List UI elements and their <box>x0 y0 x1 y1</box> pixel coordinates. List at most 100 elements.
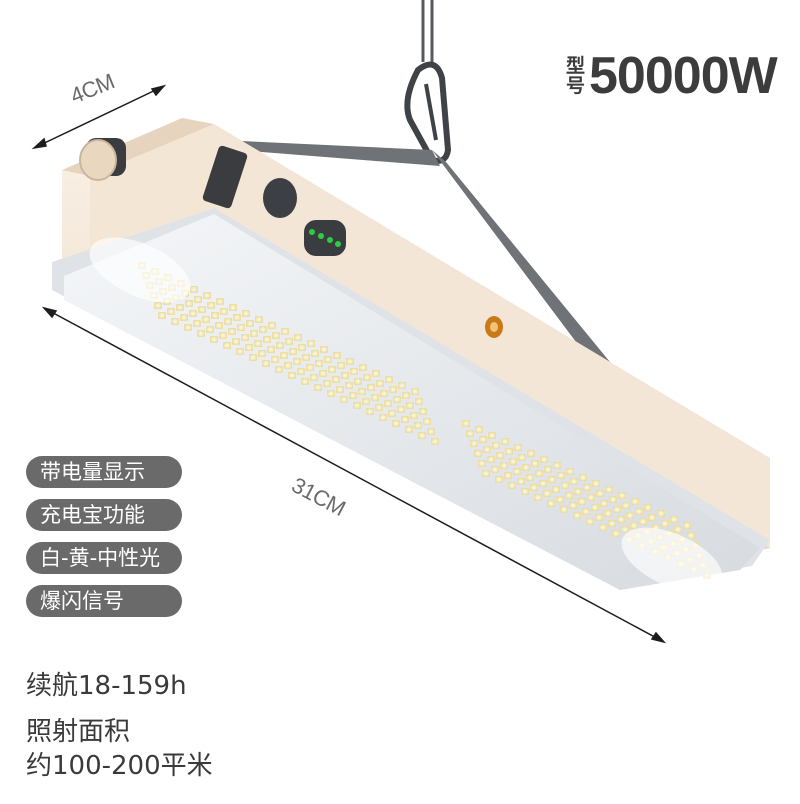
led-chip <box>586 518 594 525</box>
led-chip <box>385 376 393 383</box>
led-chip <box>547 500 555 507</box>
led-chip <box>262 360 270 367</box>
led-chip <box>648 514 656 521</box>
led-chip <box>289 348 297 355</box>
led-chip <box>294 334 302 341</box>
led-chip <box>328 366 336 373</box>
led-chip <box>194 296 202 303</box>
led-chip <box>203 292 211 299</box>
led-chip <box>592 480 600 487</box>
led-chip <box>323 380 331 387</box>
led-chip <box>268 322 276 329</box>
led-chip <box>320 346 328 353</box>
led-chip <box>237 324 245 331</box>
led-chip <box>560 506 568 513</box>
led-chip <box>333 352 341 359</box>
led-chip <box>398 382 406 389</box>
led-chip <box>674 526 682 533</box>
led-chip <box>215 322 223 329</box>
led-chip <box>393 396 401 403</box>
led-chip <box>617 516 625 523</box>
led-chip <box>556 496 564 503</box>
led-chip <box>315 360 323 367</box>
led-chip <box>514 444 522 451</box>
led-chip <box>479 436 487 443</box>
led-chip <box>354 378 362 385</box>
led-chip <box>565 492 573 499</box>
led-chip <box>319 370 327 377</box>
power-button-icon <box>263 178 297 218</box>
led-chip <box>249 354 257 361</box>
led-chip <box>167 308 175 315</box>
led-chip <box>657 510 665 517</box>
model-prefix: 型 号 <box>566 55 586 97</box>
led-chip <box>272 332 280 339</box>
led-chip <box>216 298 224 305</box>
led-chip <box>609 496 617 503</box>
led-chip <box>495 476 503 483</box>
led-chip <box>392 420 400 427</box>
led-chip <box>190 286 198 293</box>
led-chip <box>505 448 513 455</box>
led-chip <box>267 346 275 353</box>
led-chip <box>380 390 388 397</box>
led-chip <box>367 384 375 391</box>
led-chip <box>324 356 332 363</box>
led-chip <box>154 302 162 309</box>
led-chip <box>561 482 569 489</box>
led-chip <box>246 320 254 327</box>
led-chip <box>418 432 426 439</box>
led-chip <box>379 414 387 421</box>
led-chip <box>371 394 379 401</box>
led-chip <box>202 316 210 323</box>
led-chip <box>245 344 253 351</box>
led-chip <box>543 490 551 497</box>
led-chip <box>198 306 206 313</box>
led-chip <box>517 478 525 485</box>
led-chip <box>639 518 647 525</box>
led-chip <box>518 454 526 461</box>
led-chip <box>491 466 499 473</box>
led-chip <box>521 488 529 495</box>
led-chip <box>583 484 591 491</box>
led-chip <box>621 526 629 533</box>
led-chip <box>626 512 634 519</box>
led-chip <box>223 342 231 349</box>
led-chip <box>530 484 538 491</box>
led-chip <box>579 474 587 481</box>
led-chip <box>297 368 305 375</box>
led-chip <box>500 462 508 469</box>
length-dimension-line <box>41 306 667 644</box>
led-chip <box>310 374 318 381</box>
suction-pad-right <box>621 527 723 593</box>
led-chip <box>250 330 258 337</box>
led-chip <box>431 438 439 445</box>
led-chip <box>492 442 500 449</box>
led-chip <box>544 466 552 473</box>
led-chip <box>280 352 288 359</box>
led-chip <box>285 338 293 345</box>
led-chip <box>242 310 250 317</box>
led-chip <box>618 492 626 499</box>
led-chip <box>193 320 201 327</box>
led-chip <box>683 522 691 529</box>
led-chip <box>350 368 358 375</box>
hanging-cord <box>421 0 434 62</box>
led-chip <box>644 504 652 511</box>
led-chip <box>582 508 590 515</box>
led-chip <box>388 410 396 417</box>
led-chip <box>293 358 301 365</box>
led-chip <box>411 388 419 395</box>
led-chip <box>600 500 608 507</box>
led-chip <box>596 490 604 497</box>
led-chip <box>241 334 249 341</box>
led-chip <box>605 486 613 493</box>
led-chip <box>302 354 310 361</box>
led-chip <box>612 530 620 537</box>
led-chip <box>402 392 410 399</box>
hook-hole-icon <box>485 316 503 338</box>
led-chip <box>263 336 271 343</box>
led-chip <box>258 350 266 357</box>
led-chip <box>180 314 188 321</box>
